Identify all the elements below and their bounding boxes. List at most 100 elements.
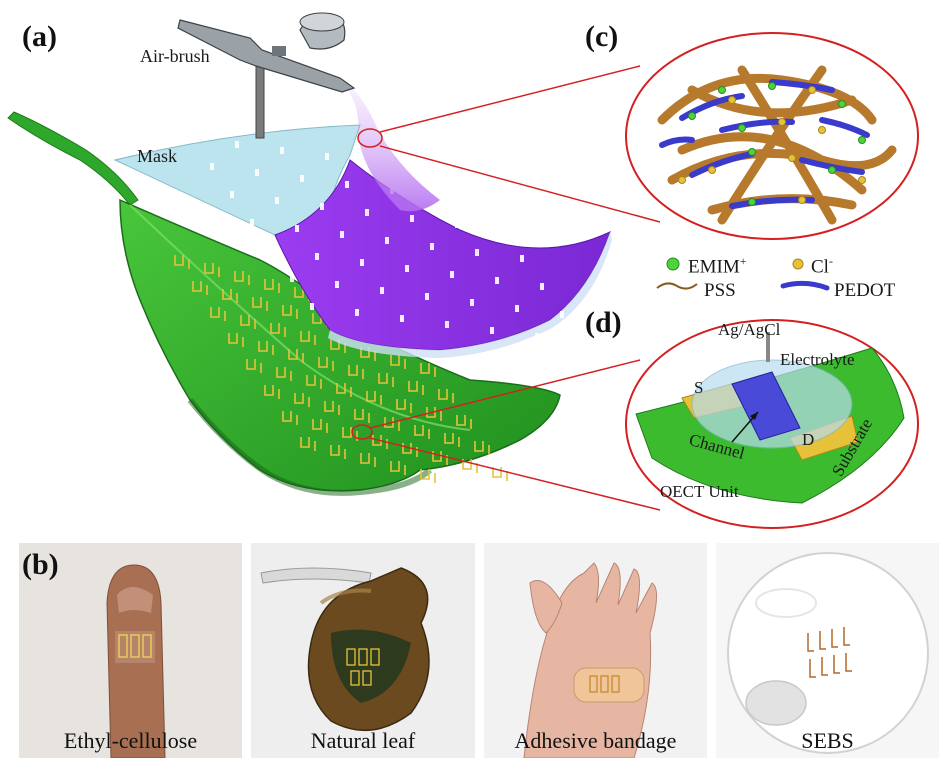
electrode-unit	[258, 341, 274, 355]
wrist-image	[523, 562, 657, 758]
mask-hole	[320, 203, 324, 210]
mask-hole	[255, 169, 259, 176]
electrode-unit	[270, 323, 286, 337]
mask-hole	[385, 237, 389, 244]
panel-a-illustration	[7, 12, 612, 496]
cl-ion	[678, 176, 686, 184]
electrode-unit	[264, 385, 280, 399]
mask-hole	[340, 231, 344, 238]
electrode-unit	[252, 297, 268, 311]
electrode-unit	[330, 445, 346, 459]
cl-ion	[818, 126, 826, 134]
mask-hole	[250, 219, 254, 226]
emim-ion	[738, 124, 746, 132]
photo-adhesive-bandage: Adhesive bandage	[484, 543, 707, 758]
mask-hole	[535, 333, 539, 340]
label-electrolyte: Electrolyte	[780, 350, 855, 369]
mask-hole	[295, 225, 299, 232]
electrode-unit	[324, 401, 340, 415]
electrode-unit	[312, 419, 328, 433]
glass-flask-image	[727, 552, 929, 754]
mask-hole	[560, 311, 564, 318]
electrode-unit	[222, 289, 238, 303]
zoom-circle-d	[351, 424, 373, 440]
mask-label: Mask	[137, 146, 177, 166]
panel-label-a: (a)	[22, 20, 57, 53]
bandage	[573, 667, 645, 703]
legend-emim: EMIM+	[688, 254, 747, 278]
airbrush-label: Air-brush	[140, 46, 210, 66]
electrode-unit	[192, 281, 208, 295]
mask-hole	[455, 221, 459, 228]
electrode-unit	[240, 315, 256, 329]
electrode-unit	[282, 305, 298, 319]
electrode-unit	[300, 437, 316, 451]
spray-cone	[348, 88, 440, 212]
cl-ion	[778, 118, 786, 126]
mask-hole	[430, 243, 434, 250]
finger-image	[106, 564, 166, 758]
mask-hole	[415, 165, 419, 172]
electrode-unit	[246, 359, 262, 373]
electrode-unit	[174, 255, 190, 269]
mask-hole	[540, 283, 544, 290]
mask-hole	[470, 299, 474, 306]
electrode-unit	[318, 357, 334, 371]
mask-hole	[325, 153, 329, 160]
legend-pedot: PEDOT	[834, 280, 896, 301]
mask-hole	[270, 247, 274, 254]
ag-agcl-electrode	[766, 332, 770, 362]
electrode-unit	[276, 367, 292, 381]
mask-hole	[275, 197, 279, 204]
electrode-unit	[300, 331, 316, 345]
pedot-chains	[659, 79, 870, 209]
airbrush-icon	[177, 12, 356, 139]
mask-hole	[490, 327, 494, 334]
mask-hole	[230, 191, 234, 198]
caption-sebs: SEBS	[801, 728, 854, 753]
mask-hole	[520, 255, 524, 262]
electrode-unit	[234, 271, 250, 285]
electrode-unit	[288, 349, 304, 363]
caption-natural-leaf: Natural leaf	[310, 728, 416, 753]
label-drain: D	[802, 430, 815, 449]
photo-natural-leaf: Natural leaf	[251, 543, 475, 758]
mask-hole	[335, 281, 339, 288]
caption-ethyl-cellulose: Ethyl-cellulose	[63, 728, 198, 753]
emim-ion	[768, 82, 776, 90]
emim-ion	[748, 198, 756, 206]
panel-label-d: (d)	[585, 306, 622, 339]
mask-hole	[280, 147, 284, 154]
cl-ion	[858, 176, 866, 184]
mask-hole	[475, 249, 479, 256]
pss-line-icon	[656, 282, 698, 290]
leaf-stem	[7, 111, 139, 206]
photo-sebs: SEBS	[716, 543, 939, 758]
mask-hole	[460, 171, 464, 178]
mask-hole	[235, 141, 239, 148]
mask-hole	[410, 215, 414, 222]
emim-ion	[688, 112, 696, 120]
electrode-unit	[282, 411, 298, 425]
electrode-unit	[348, 365, 364, 379]
electrode-unit	[342, 427, 358, 441]
mask-hole	[480, 199, 484, 206]
film-edge	[328, 232, 612, 358]
emim-ion-icon	[666, 257, 680, 271]
pedot-line-icon	[780, 280, 830, 291]
mask-hole	[315, 253, 319, 260]
emim-ion	[748, 148, 756, 156]
caption-adhesive-bandage: Adhesive bandage	[514, 728, 677, 753]
mask-hole	[500, 227, 504, 234]
electrode-unit	[294, 393, 310, 407]
electrode-unit	[354, 409, 370, 423]
electrode-unit	[204, 263, 220, 277]
label-source: S	[694, 378, 704, 397]
electrode-unit	[210, 307, 226, 321]
cl-ion	[728, 96, 736, 104]
label-oect-unit: OECT Unit	[660, 482, 739, 501]
cl-ion	[798, 196, 806, 204]
cl-ion	[788, 154, 796, 162]
emim-ion	[838, 100, 846, 108]
